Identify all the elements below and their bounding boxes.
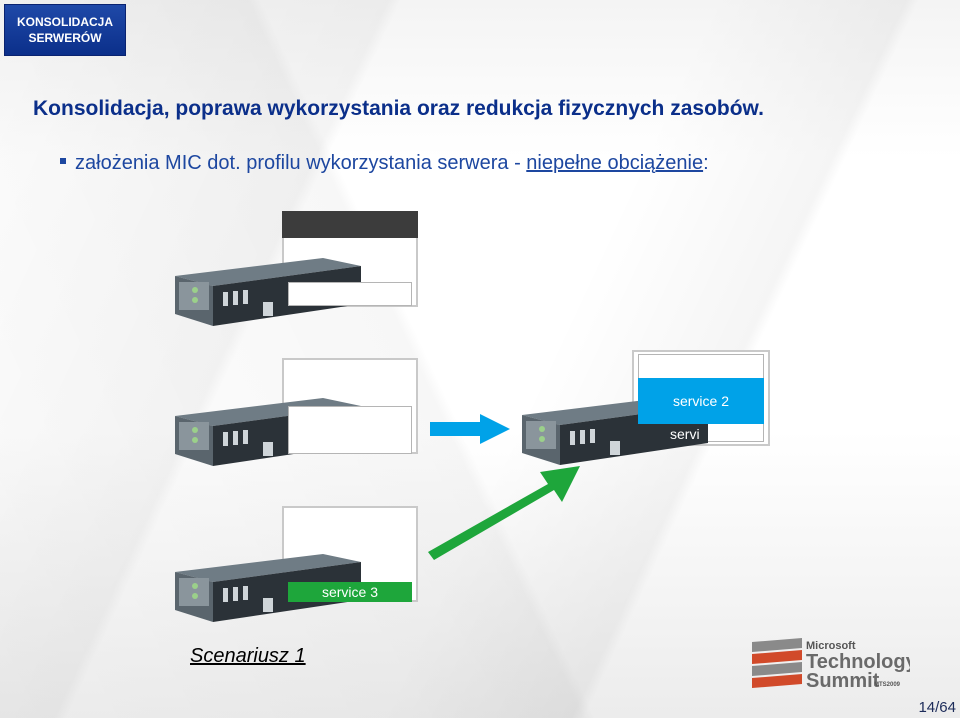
arrow-up-right-icon: [424, 464, 584, 564]
page-number: 14/64: [918, 699, 956, 716]
logo-line-3: Summit: [806, 670, 880, 692]
logo-line-4: MTS2009: [874, 682, 901, 688]
section-badge: KONSOLIDACJA SERWERÓW: [4, 4, 126, 56]
square-bullet-icon: [60, 158, 66, 164]
target-service-2-block: service 2: [638, 378, 764, 424]
scenario-label: Scenariusz 1: [190, 645, 306, 668]
bullet-underlined-text: niepełne obciążenie: [526, 152, 703, 174]
badge-line-1: KONSOLIDACJA: [17, 14, 113, 30]
slide-title: Konsolidacja, poprawa wykorzystania oraz…: [33, 97, 764, 121]
server-1-usage-bar: [282, 211, 418, 238]
bullet-point: założenia MIC dot. profilu wykorzystania…: [60, 152, 709, 175]
server-1-service-label: servi: [288, 282, 412, 306]
server-3-service-block: service 3: [288, 582, 412, 602]
arrow-right-icon: [430, 414, 512, 444]
mts-logo: Microsoft Technology Summit MTS2009: [750, 636, 910, 692]
server-2-service-label: servi: [288, 418, 412, 442]
target-service-bottom-label: servi: [640, 424, 764, 444]
badge-line-2: SERWERÓW: [28, 30, 101, 46]
bullet-text: założenia MIC dot. profilu wykorzystania…: [75, 152, 526, 174]
bullet-suffix: :: [703, 152, 709, 174]
